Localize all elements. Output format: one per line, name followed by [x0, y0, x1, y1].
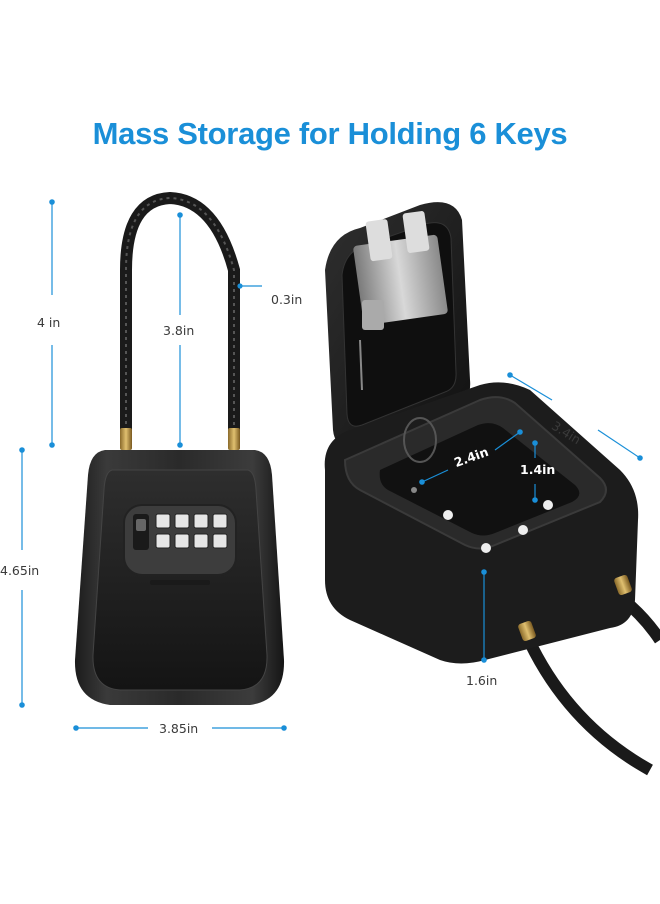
body-height-label: 4.65in: [0, 563, 40, 578]
dimension-lines-left: [19, 199, 287, 731]
product-headline: Mass Storage for Holding 6 Keys: [92, 116, 568, 151]
combination-wheels: [155, 513, 228, 549]
inner-depth-label: 1.4in: [520, 462, 556, 477]
shackle-height-label: 4 in: [37, 315, 61, 330]
base-height-label: 1.6in: [466, 673, 498, 688]
open-lockbox: [324, 202, 660, 776]
shackle-inner-height-label: 3.8in: [163, 323, 195, 338]
dimension-lines-right: [419, 372, 643, 663]
body-width-label: 3.85in: [159, 721, 199, 736]
cable-diameter-label: 0.3in: [271, 292, 303, 307]
closed-lockbox: [74, 191, 285, 705]
